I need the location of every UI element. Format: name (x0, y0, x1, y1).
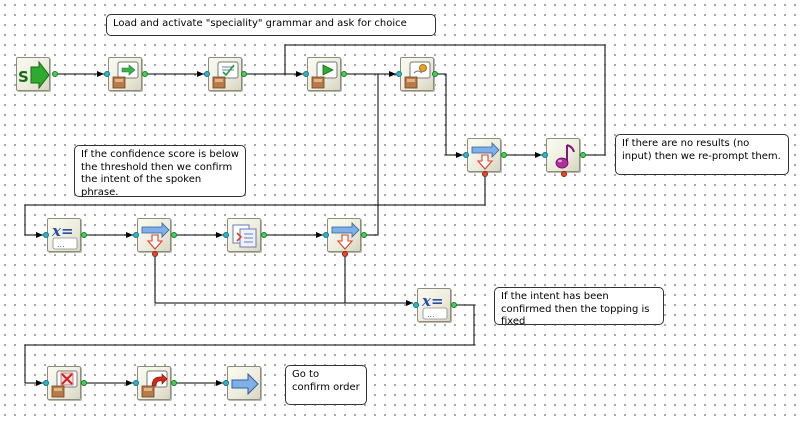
start-node[interactable]: S (16, 57, 50, 91)
variable-node-topping[interactable]: ... x= (417, 288, 451, 322)
edge-variable2-cancel (24, 304, 475, 386)
prompt-play-icon (311, 61, 338, 89)
cancel-node[interactable] (47, 366, 81, 400)
cancel-out-port[interactable] (81, 380, 87, 386)
decision1-false-port[interactable] (482, 171, 488, 177)
activate-out-port[interactable] (241, 71, 247, 77)
prompt-in-port[interactable] (303, 71, 309, 77)
cancel-icon (51, 370, 78, 398)
decision-icon (141, 222, 170, 250)
variable-node[interactable]: ... x= (47, 218, 81, 252)
confirm-node[interactable] (227, 218, 261, 252)
grammar-node[interactable] (108, 57, 142, 91)
goto-in-port[interactable] (223, 380, 229, 386)
recognize-node[interactable] (400, 57, 434, 91)
decision-icon (331, 222, 360, 250)
activate-in-port[interactable] (204, 71, 210, 77)
transfer-node[interactable] (137, 366, 171, 400)
transfer-in-port[interactable] (133, 380, 139, 386)
edge-recognize-decision1 (436, 73, 463, 158)
svg-text:x=: x= (421, 292, 444, 310)
audio-false-port[interactable] (561, 171, 567, 177)
variable-assign-icon: ... x= (51, 222, 78, 250)
transfer-icon (141, 370, 168, 398)
svg-text:x=: x= (51, 222, 74, 240)
edge-decision1-variable (24, 174, 486, 238)
decision3-in-port[interactable] (323, 232, 329, 238)
cancel-in-port[interactable] (43, 380, 49, 386)
variable-in-port[interactable] (43, 232, 49, 238)
confirm-in-port[interactable] (223, 232, 229, 238)
edge-decision2-variable2 (154, 254, 413, 306)
note-confidence: If the confidence score is below the thr… (74, 145, 246, 198)
note-load-grammar: Load and activate "speciality" grammar a… (106, 14, 436, 36)
prompt-out-port[interactable] (341, 71, 347, 77)
decision-node-results[interactable] (467, 138, 501, 172)
decision1-in-port[interactable] (463, 152, 469, 158)
note-no-results: If there are no results (no input) then … (615, 134, 789, 175)
goto-node[interactable] (227, 366, 261, 400)
decision-node-confirmed[interactable] (327, 218, 361, 252)
prompt-node[interactable] (307, 57, 341, 91)
grammar-in-port[interactable] (104, 71, 110, 77)
note-intent-confirmed: If the intent has been confirmed then th… (494, 287, 664, 327)
decision-node-confidence[interactable] (137, 218, 171, 252)
confirm-icon (232, 224, 257, 248)
decision3-false-port[interactable] (342, 251, 348, 257)
recognize-in-port[interactable] (396, 71, 402, 77)
decision3-out-port[interactable] (361, 232, 367, 238)
edge-reprompt-loop (284, 44, 606, 156)
start-out-port[interactable] (52, 71, 58, 77)
svg-text:S: S (18, 68, 29, 86)
edge-decision3-back (365, 74, 379, 236)
transfer-out-port[interactable] (171, 380, 177, 386)
audio-note-icon (555, 144, 575, 169)
variable-out-port[interactable] (81, 232, 87, 238)
activate-grammar-node[interactable] (208, 57, 242, 91)
grammar-out-port[interactable] (142, 71, 148, 77)
audio-node[interactable] (546, 138, 580, 172)
decision1-out-port[interactable] (501, 152, 507, 158)
variable-assign-icon: ... x= (421, 292, 448, 320)
decision-icon (471, 142, 500, 170)
activate-grammar-icon (212, 61, 239, 89)
audio-in-port[interactable] (542, 152, 548, 158)
decision2-out-port[interactable] (171, 232, 177, 238)
audio-out-port[interactable] (580, 152, 586, 158)
decision2-in-port[interactable] (133, 232, 139, 238)
confirm-out-port[interactable] (261, 232, 267, 238)
decision2-false-port[interactable] (152, 251, 158, 257)
svg-text:...: ... (57, 240, 65, 249)
recognize-icon (404, 61, 431, 89)
variable2-in-port[interactable] (413, 302, 419, 308)
goto-arrow-icon (231, 372, 259, 396)
note-confirm-order: Go to confirm order (285, 365, 367, 405)
grammar-icon (112, 61, 139, 89)
variable2-out-port[interactable] (451, 302, 457, 308)
svg-text:...: ... (427, 310, 435, 319)
recognize-out-port[interactable] (432, 71, 438, 77)
start-arrow-icon: S (18, 60, 50, 90)
